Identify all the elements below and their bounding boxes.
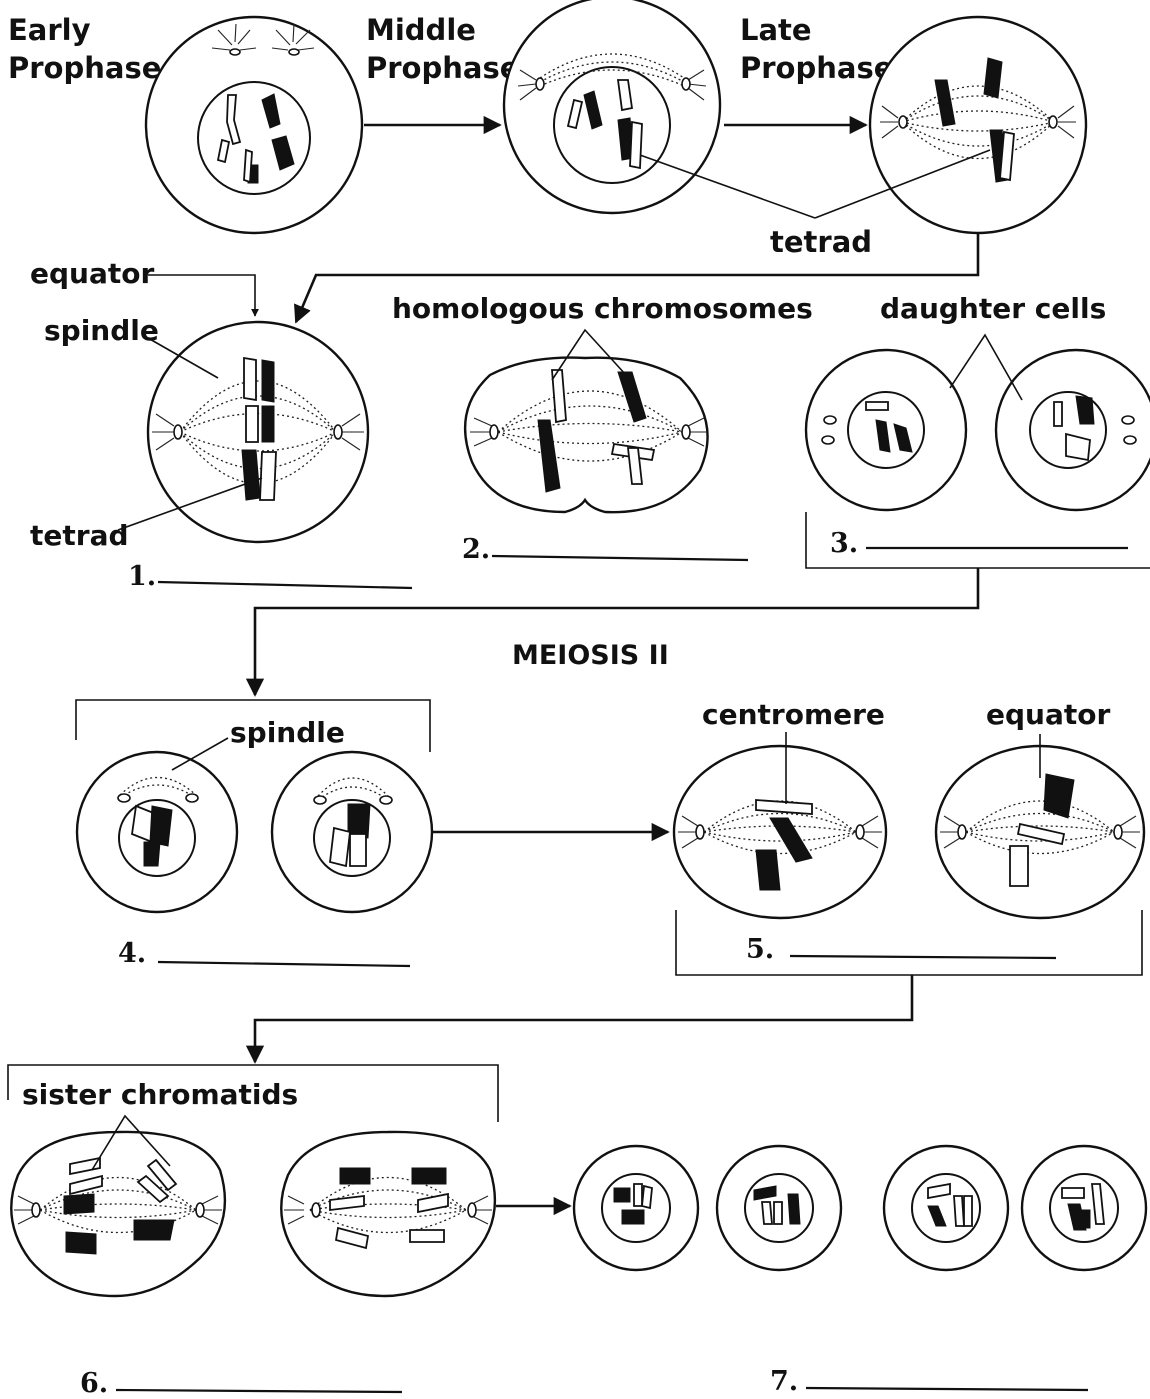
label-equator: equator <box>30 257 255 316</box>
svg-text:7.: 7. <box>770 1366 798 1397</box>
svg-text:Early: Early <box>8 13 91 47</box>
cell-3-daughter-right <box>996 350 1150 510</box>
svg-text:6.: 6. <box>80 1368 108 1399</box>
gamete-cell-2 <box>717 1146 841 1270</box>
blank-1: 1. <box>128 561 412 592</box>
svg-text:tetrad: tetrad <box>30 519 129 552</box>
svg-text:4.: 4. <box>118 938 146 969</box>
svg-text:Prophase: Prophase <box>740 51 893 85</box>
svg-text:Middle: Middle <box>366 13 476 47</box>
prophase-late-label: Late Prophase <box>740 13 893 85</box>
svg-text:daughter cells: daughter cells <box>880 292 1106 325</box>
blank-6: 6. <box>80 1368 402 1399</box>
prophase-middle-label: Middle Prophase <box>366 13 519 85</box>
svg-text:Prophase: Prophase <box>8 51 161 85</box>
blank-5-bracket: 5. <box>676 910 1142 975</box>
cell-4-prophase-ii-left <box>77 752 237 912</box>
blank-2: 2. <box>462 534 748 565</box>
cell-6-anaphase-ii-left <box>11 1132 225 1296</box>
connector-row3-row4 <box>255 975 912 1062</box>
svg-text:tetrad: tetrad <box>770 225 872 259</box>
cell-3-daughter-left <box>806 350 966 510</box>
svg-text:sister chromatids: sister chromatids <box>22 1078 298 1111</box>
svg-text:homologous chromosomes: homologous chromosomes <box>392 292 813 325</box>
cell-1-metaphase-i <box>148 322 368 542</box>
svg-text:Prophase: Prophase <box>366 51 519 85</box>
svg-text:3.: 3. <box>830 528 858 559</box>
gamete-cell-3 <box>884 1146 1008 1270</box>
svg-text:equator: equator <box>30 257 154 290</box>
svg-text:spindle: spindle <box>44 314 159 347</box>
gamete-cell-4 <box>1022 1146 1146 1270</box>
blank-3-bracket: 3. <box>806 512 1150 568</box>
prophase-early-label: Early Prophase <box>8 13 161 85</box>
meiosis-ii-title: MEIOSIS II <box>512 640 669 671</box>
svg-text:Late: Late <box>740 13 812 47</box>
blank-4: 4. <box>118 938 410 969</box>
cell-late-prophase <box>870 17 1086 233</box>
blank-7: 7. <box>770 1366 1088 1397</box>
cell-4-prophase-ii-right <box>272 752 432 912</box>
svg-text:1.: 1. <box>128 561 156 592</box>
cell-5-metaphase-ii-left <box>674 746 886 918</box>
cell-6-anaphase-ii-right <box>281 1132 495 1296</box>
cell-early-prophase <box>146 17 362 233</box>
svg-text:spindle: spindle <box>230 716 345 749</box>
svg-text:equator: equator <box>986 698 1110 731</box>
svg-text:5.: 5. <box>746 934 774 965</box>
gamete-cell-1 <box>574 1146 698 1270</box>
svg-text:centromere: centromere <box>702 698 885 731</box>
svg-text:2.: 2. <box>462 534 490 565</box>
cell-2-anaphase-i <box>465 358 707 513</box>
cell-middle-prophase <box>504 0 720 213</box>
